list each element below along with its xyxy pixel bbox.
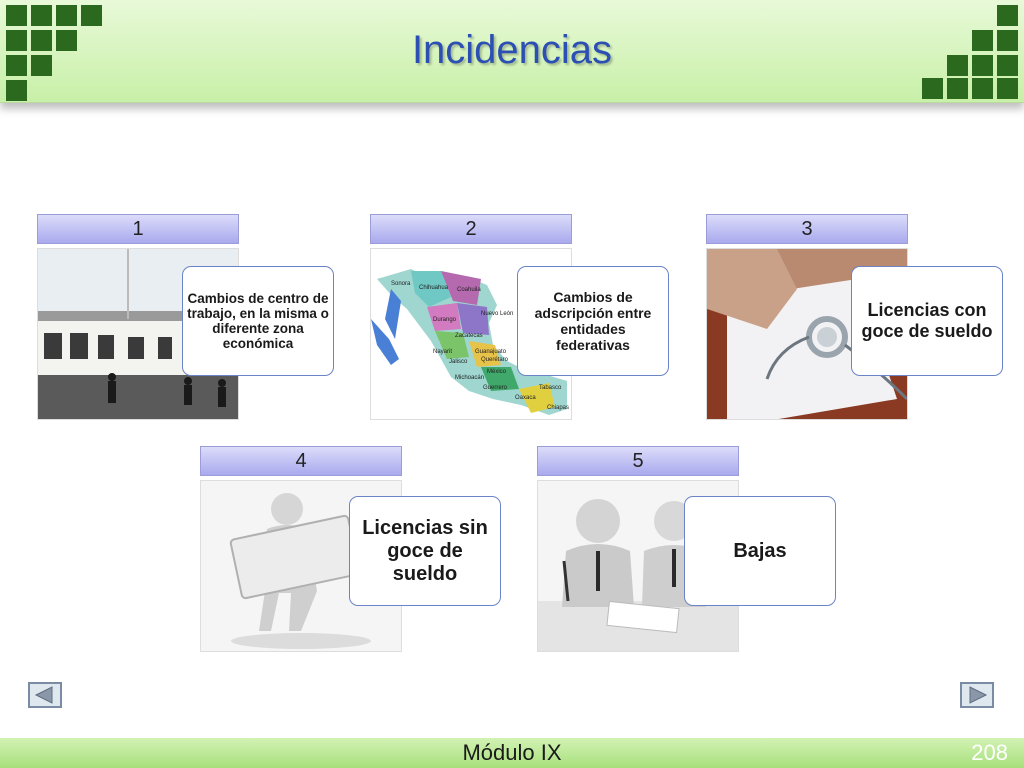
card-number: 5: [537, 446, 739, 476]
map-label: Michoacán: [455, 375, 484, 381]
card-4[interactable]: 4 Licencias sin goce de sueldo: [200, 446, 504, 652]
map-label: Tabasco: [539, 385, 562, 391]
next-slide-button[interactable]: [960, 682, 994, 708]
card-5[interactable]: 5 Bajas: [537, 446, 837, 652]
card-text: Licencias sin goce de sueldo: [349, 496, 501, 606]
card-1[interactable]: 1 Cambios de centro de trabajo, en la mi…: [37, 214, 337, 420]
card-text: Cambios de adscripción entre entidades f…: [517, 266, 669, 376]
map-label: Jalisco: [449, 359, 468, 365]
map-label: México: [487, 369, 507, 375]
slide-header: Incidencias: [0, 0, 1024, 103]
map-label: Coahuila: [457, 287, 481, 293]
triangle-right-icon: [969, 686, 988, 704]
map-label: Durango: [433, 317, 457, 323]
map-label: Guerrero: [483, 385, 508, 391]
map-label: Sonora: [391, 281, 411, 287]
card-text: Licencias con goce de sueldo: [851, 266, 1003, 376]
card-2[interactable]: 2 Sonora Chihuahua Coahuila Durango Nuev…: [370, 214, 672, 420]
map-label: Chiapas: [547, 405, 569, 411]
card-number: 1: [37, 214, 239, 244]
slide-title: Incidencias: [411, 28, 613, 72]
mexico-map: Sonora Chihuahua Coahuila Durango Nuevo …: [370, 248, 572, 420]
card-number: 4: [200, 446, 402, 476]
figure-holding-sign: [200, 480, 402, 652]
card-number: 2: [370, 214, 572, 244]
previous-slide-button[interactable]: [28, 682, 62, 708]
map-label: Zacatecas: [455, 333, 483, 339]
page-number: 208: [971, 740, 1008, 765]
map-label: Guanajuato: [475, 349, 507, 355]
map-label: Chihuahua: [419, 285, 449, 291]
map-label: Nuevo León: [481, 311, 513, 317]
slide-footer: Módulo IX 208: [0, 738, 1024, 768]
card-text: Bajas: [684, 496, 836, 606]
triangle-left-icon: [34, 686, 53, 704]
card-3[interactable]: 3 Licencias con goce de sueldo: [706, 214, 1006, 420]
card-text: Cambios de centro de trabajo, en la mism…: [182, 266, 334, 376]
card-number: 3: [706, 214, 908, 244]
footer-module-label: Módulo IX: [462, 740, 562, 765]
map-label: Querétaro: [481, 357, 509, 363]
map-label: Oaxaca: [515, 395, 536, 401]
map-label: Nayarit: [433, 349, 452, 355]
